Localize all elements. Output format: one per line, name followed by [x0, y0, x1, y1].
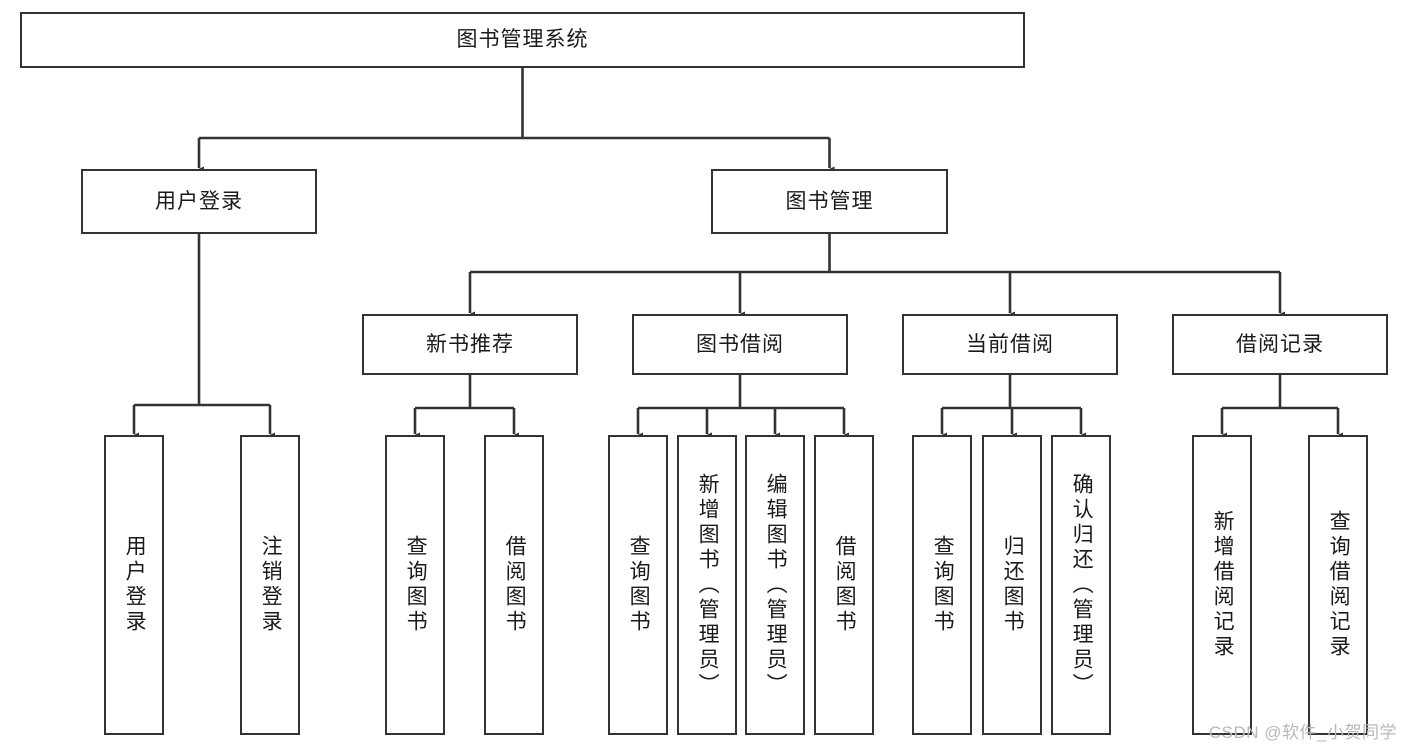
node-newbook[interactable]: 新书推荐 [362, 314, 578, 375]
node-root[interactable]: 图书管理系统 [20, 12, 1025, 68]
node-label: 查询借阅记录 [1327, 510, 1351, 660]
node-label: 新增借阅记录 [1211, 510, 1235, 660]
node-leaf-10[interactable]: 归还图书 [982, 435, 1042, 735]
node-label: 借阅图书 [833, 535, 857, 635]
node-records[interactable]: 借阅记录 [1172, 314, 1388, 375]
node-label: 查询图书 [404, 535, 428, 635]
node-label: 归还图书 [1001, 535, 1025, 635]
node-leaf-2[interactable]: 注销登录 [240, 435, 300, 735]
node-label: 当前借阅 [966, 332, 1054, 356]
node-leaf-7[interactable]: 编辑图书（管理员） [745, 435, 805, 735]
watermark-credit: CSDN @软件_小贺同学 [1208, 723, 1397, 742]
node-label: 确认归还（管理员） [1070, 472, 1094, 698]
node-label: 用户登录 [123, 535, 147, 635]
node-label: 借阅记录 [1236, 332, 1324, 356]
node-label: 用户登录 [155, 189, 243, 213]
node-current[interactable]: 当前借阅 [902, 314, 1118, 375]
node-label: 查询图书 [627, 535, 651, 635]
node-label: 编辑图书（管理员） [764, 472, 788, 698]
node-borrow[interactable]: 图书借阅 [632, 314, 848, 375]
node-leaf-3[interactable]: 查询图书 [385, 435, 445, 735]
node-label: 借阅图书 [503, 535, 527, 635]
node-login[interactable]: 用户登录 [81, 169, 317, 234]
node-bookmgmt[interactable]: 图书管理 [711, 169, 948, 234]
node-leaf-8[interactable]: 借阅图书 [814, 435, 874, 735]
node-label: 查询图书 [931, 535, 955, 635]
node-label: 图书借阅 [696, 332, 784, 356]
node-leaf-6[interactable]: 新增图书（管理员） [677, 435, 737, 735]
node-leaf-5[interactable]: 查询图书 [608, 435, 668, 735]
node-label: 图书管理 [785, 189, 874, 213]
node-leaf-4[interactable]: 借阅图书 [484, 435, 544, 735]
node-label: 图书管理系统 [456, 28, 589, 52]
node-leaf-1[interactable]: 用户登录 [104, 435, 164, 735]
node-leaf-9[interactable]: 查询图书 [912, 435, 972, 735]
node-label: 新增图书（管理员） [696, 472, 720, 698]
node-label: 注销登录 [259, 535, 283, 635]
node-leaf-12[interactable]: 新增借阅记录 [1192, 435, 1252, 735]
node-leaf-13[interactable]: 查询借阅记录 [1308, 435, 1368, 735]
node-label: 新书推荐 [426, 332, 514, 356]
node-leaf-11[interactable]: 确认归还（管理员） [1051, 435, 1111, 735]
